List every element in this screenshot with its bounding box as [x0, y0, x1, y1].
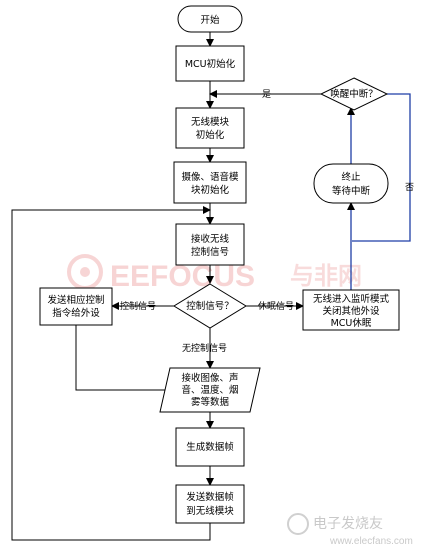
node-send-control: 发送相应控制 指令给外设 — [39, 287, 113, 326]
node-terminate-wait: 终止 等待中断 — [313, 163, 389, 204]
edge-labels: 是 否 控制信号 休眠信号 无控制信号 — [120, 89, 414, 354]
svg-text:雾等数据: 雾等数据 — [191, 396, 230, 408]
node-send-frame: 发送数据帧 到无线模块 — [175, 484, 245, 524]
svg-text:摄像、语音模: 摄像、语音模 — [181, 171, 239, 183]
svg-text:开始: 开始 — [200, 14, 220, 26]
brand-url-text: www.elecfans.com — [329, 536, 413, 547]
svg-text:指令给外设: 指令给外设 — [52, 307, 100, 319]
svg-text:MCU休眠: MCU休眠 — [331, 317, 372, 329]
label-control-signal: 控制信号 — [120, 300, 156, 312]
svg-text:终止: 终止 — [341, 171, 361, 183]
svg-text:等待中断: 等待中断 — [332, 185, 371, 197]
svg-text:音、温度、烟: 音、温度、烟 — [181, 384, 238, 396]
svg-text:MCU初始化: MCU初始化 — [185, 58, 236, 70]
label-sleep-signal: 休眠信号 — [258, 300, 294, 312]
node-receive-control: 接收无线 控制信号 — [175, 223, 245, 266]
svg-text:关闭其他外设: 关闭其他外设 — [322, 305, 380, 317]
node-sleep-mode: 无线进入监听模式 关闭其他外设 MCU休眠 — [302, 289, 400, 331]
svg-text:发送数据帧: 发送数据帧 — [186, 491, 234, 503]
svg-text:无线进入监听模式: 无线进入监听模式 — [313, 293, 390, 305]
node-mcu-init: MCU初始化 — [175, 45, 245, 82]
svg-text:发送相应控制: 发送相应控制 — [47, 294, 104, 306]
brand-cn-text: 电子发烧友 — [313, 516, 383, 532]
label-no: 否 — [405, 182, 414, 193]
svg-text:到无线模块: 到无线模块 — [186, 505, 234, 517]
node-generate-frame: 生成数据帧 — [175, 427, 245, 467]
svg-text:接收无线: 接收无线 — [191, 233, 230, 245]
node-wireless-init: 无线模块 初始化 — [175, 107, 245, 149]
svg-text:控制信号: 控制信号 — [191, 246, 229, 258]
svg-text:初始化: 初始化 — [196, 129, 225, 141]
node-receive-data: 接收图像、声 音、温度、烟 雾等数据 — [159, 367, 261, 413]
brand-watermark: 电子发烧友 www.elecfans.com — [287, 513, 413, 547]
svg-text:唤醒中断？: 唤醒中断？ — [330, 88, 378, 100]
node-start: 开始 — [177, 5, 243, 33]
label-no-control: 无控制信号 — [182, 342, 227, 354]
watermark-cn-text: 与非网 — [290, 262, 362, 290]
node-decision-control: 控制信号？ — [173, 283, 247, 329]
node-camera-voice-init: 摄像、语音模 块初始化 — [173, 161, 247, 204]
svg-text:生成数据帧: 生成数据帧 — [186, 441, 234, 453]
svg-text:无线模块: 无线模块 — [191, 116, 230, 128]
svg-text:块初始化: 块初始化 — [191, 184, 230, 196]
svg-text:接收图像、声: 接收图像、声 — [181, 372, 238, 384]
svg-text:控制信号？: 控制信号？ — [186, 300, 234, 312]
connectors — [11, 32, 411, 541]
node-decision-wakeup: 唤醒中断？ — [319, 77, 389, 111]
label-yes: 是 — [262, 89, 271, 100]
